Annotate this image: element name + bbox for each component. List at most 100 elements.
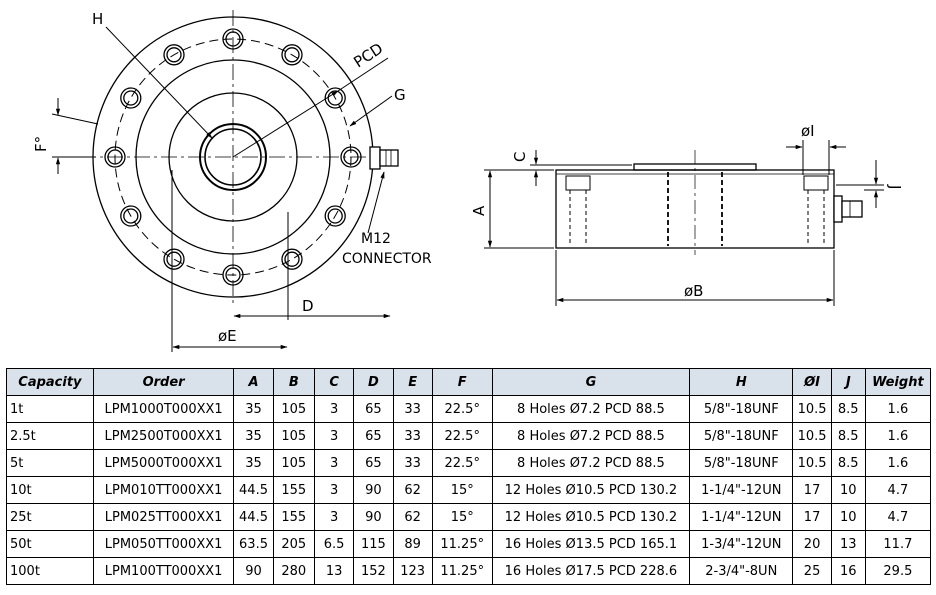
- table-cell: 105: [272, 422, 315, 450]
- side-view: [484, 140, 884, 306]
- table-cell: 155: [272, 503, 315, 531]
- table-cell: 3: [313, 449, 355, 477]
- bolt-hole: [166, 47, 182, 63]
- table-cell: LPM1000T000XX1: [92, 395, 235, 423]
- table-cell: 15°: [431, 476, 493, 504]
- table-cell: 10.5: [792, 449, 832, 477]
- table-cell: 10: [830, 503, 866, 531]
- label-connector: CONNECTOR: [342, 251, 432, 267]
- table-cell: 90: [233, 557, 274, 585]
- label-f: F°: [32, 136, 50, 152]
- side-connector-body: [833, 195, 843, 223]
- table-cell: 11.25°: [431, 557, 493, 585]
- pcd-extension: [337, 57, 389, 92]
- bolt-hole: [324, 87, 346, 109]
- table-cell: 17: [792, 476, 832, 504]
- table-cell: 6.5: [313, 530, 355, 558]
- table-cell: 44.5: [233, 503, 274, 531]
- table-cell: 10.5: [792, 422, 832, 450]
- table-cell: 8 Holes Ø7.2 PCD 88.5: [491, 395, 691, 423]
- column-header: A: [233, 368, 274, 396]
- table-cell: 63.5: [233, 530, 274, 558]
- table-cell: 1-3/4"-12UN: [689, 530, 794, 558]
- table-cell: 12 Holes Ø10.5 PCD 130.2: [491, 476, 691, 504]
- table-cell: 62: [392, 503, 433, 531]
- table-cell: 89: [392, 530, 433, 558]
- technical-drawing: H PCD G F° M12 CONNECTOR D øE: [32, 10, 904, 352]
- table-cell: 35: [233, 422, 274, 450]
- label-e: øE: [218, 327, 237, 345]
- table-cell: 105: [272, 449, 315, 477]
- table-cell: 3: [313, 422, 355, 450]
- bolt-hole: [163, 44, 185, 66]
- bolt-hole: [120, 205, 142, 227]
- label-connector-model: M12: [361, 231, 391, 247]
- column-header: Order: [92, 368, 235, 396]
- column-header: D: [353, 368, 394, 396]
- bolt-hole: [284, 47, 300, 63]
- table-cell: 8 Holes Ø7.2 PCD 88.5: [491, 449, 691, 477]
- top-view: [51, 10, 399, 352]
- table-cell: 33: [392, 395, 433, 423]
- bolt-hole: [281, 44, 303, 66]
- label-h: H: [92, 10, 103, 28]
- table-cell: 1t: [6, 395, 94, 423]
- table-cell: LPM100TT000XX1: [92, 557, 235, 585]
- table-cell: 25: [792, 557, 832, 585]
- table-cell: 8.5: [830, 449, 866, 477]
- table-cell: 123: [392, 557, 433, 585]
- bolt-hole: [324, 205, 346, 227]
- bolt-hole: [166, 251, 182, 267]
- table-cell: LPM010TT000XX1: [92, 476, 235, 504]
- table-cell: 280: [272, 557, 315, 585]
- table-cell: 4.7: [864, 503, 932, 531]
- right-hole-section: [803, 175, 829, 246]
- connector-thread: [379, 149, 399, 167]
- table-cell: 3: [313, 503, 355, 531]
- table-cell: 25t: [6, 503, 94, 531]
- bolt-hole: [222, 264, 244, 286]
- left-hole-section: [565, 175, 591, 246]
- bolt-hole: [284, 251, 300, 267]
- bolt-hole: [123, 90, 139, 106]
- table-cell: 2.5t: [6, 422, 94, 450]
- bolt-hole: [107, 149, 123, 165]
- label-c: C: [511, 152, 529, 162]
- table-cell: 8.5: [830, 422, 866, 450]
- table-cell: 12 Holes Ø10.5 PCD 130.2: [491, 503, 691, 531]
- bolt-hole: [343, 149, 359, 165]
- bolt-hole: [123, 208, 139, 224]
- g-leader: [349, 95, 393, 127]
- column-header: ØI: [792, 368, 832, 396]
- column-header: G: [491, 368, 691, 396]
- bolt-hole: [222, 28, 244, 50]
- table-cell: 10.5: [792, 395, 832, 423]
- h-leader: [105, 26, 213, 139]
- table-cell: 5t: [6, 449, 94, 477]
- bolt-hole: [225, 267, 241, 283]
- table-cell: 1.6: [864, 449, 932, 477]
- column-header: C: [313, 368, 355, 396]
- bolt-hole: [120, 87, 142, 109]
- table-cell: LPM025TT000XX1: [92, 503, 235, 531]
- table-cell: 65: [353, 395, 394, 423]
- column-header: Capacity: [6, 368, 94, 396]
- table-cell: 2-3/4"-8UN: [689, 557, 794, 585]
- table-cell: 22.5°: [431, 395, 493, 423]
- table-cell: 22.5°: [431, 422, 493, 450]
- table-cell: 17: [792, 503, 832, 531]
- table-cell: 16 Holes Ø17.5 PCD 228.6: [491, 557, 691, 585]
- bolt-hole: [340, 146, 362, 168]
- table-cell: 15°: [431, 503, 493, 531]
- table-cell: 62: [392, 476, 433, 504]
- table-cell: 105: [272, 395, 315, 423]
- table-cell: 35: [233, 395, 274, 423]
- bolt-hole: [281, 248, 303, 270]
- table-cell: 3: [313, 476, 355, 504]
- bolt-holes: [104, 28, 362, 286]
- label-a: A: [470, 205, 488, 216]
